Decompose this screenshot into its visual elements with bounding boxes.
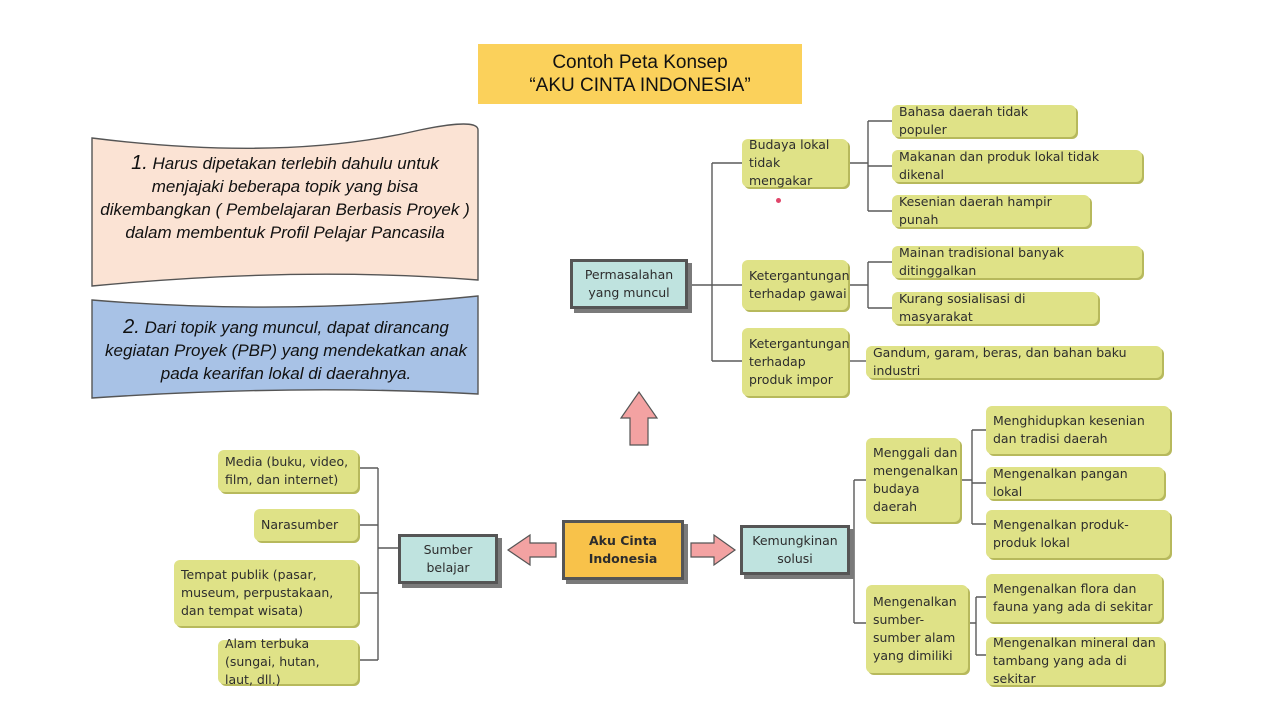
problem-category-3: Ketergantungan terhadap produk impor (742, 328, 850, 396)
problem-category-1-label: Budaya lokal tidak mengakar (749, 137, 830, 188)
problem-item: Mainan tradisional banyak ditinggalkan (892, 245, 1142, 278)
connector (358, 467, 398, 661)
problem-category-3-label: Ketergantungan terhadap produk impor (749, 336, 850, 387)
note-2: 2. Dari topik yang muncul, dapat diranca… (100, 316, 472, 385)
note-2-number: 2. (123, 316, 140, 338)
source-item: Alam terbuka (sungai, hutan, laut, dll.) (218, 636, 358, 687)
note-scroll-1 (91, 123, 479, 287)
arrow-right (690, 533, 737, 567)
source-item-label: Tempat publik (pasar, museum, perpustaka… (181, 567, 334, 618)
solution-item: Menghidupkan kesenian dan tradisi daerah (986, 406, 1170, 454)
note-1-text: Harus dipetakan terlebih dahulu untuk me… (100, 154, 470, 242)
source-item-label: Alam terbuka (sungai, hutan, laut, dll.) (225, 636, 320, 687)
problem-item: Gandum, garam, beras, dan bahan baku ind… (866, 345, 1162, 378)
hub-solutions-label: Kemungkinan solusi (752, 533, 838, 566)
solution-item-label: Menghidupkan kesenian dan tradisi daerah (993, 413, 1145, 446)
solution-item: Mengenalkan produk-produk lokal (986, 510, 1170, 558)
arrow-up (619, 390, 659, 446)
problem-item-label: Kesenian daerah hampir punah (899, 194, 1052, 227)
solution-item-label: Mengenalkan mineral dan tambang yang ada… (993, 635, 1156, 686)
stray-dot (776, 198, 781, 203)
problem-item-label: Makanan dan produk lokal tidak dikenal (899, 149, 1100, 182)
connector (968, 596, 986, 656)
problem-item: Makanan dan produk lokal tidak dikenal (892, 149, 1142, 182)
connector (850, 479, 866, 624)
hub-sources: Sumber belajar (398, 534, 498, 584)
problem-category-1: Budaya lokal tidak mengakar (742, 137, 848, 188)
hub-center-label: Aku Cinta Indonesia (588, 533, 658, 566)
solution-item: Mengenalkan mineral dan tambang yang ada… (986, 635, 1164, 686)
source-item-label: Narasumber (261, 517, 339, 532)
hub-sources-label: Sumber belajar (423, 542, 473, 575)
problem-category-2-label: Ketergantungan terhadap gawai (749, 268, 850, 301)
source-item: Media (buku, video, film, dan internet) (218, 450, 358, 492)
solution-category-2-label: Mengenalkan sumber-sumber alam yang dimi… (873, 594, 957, 663)
problem-item-label: Kurang sosialisasi di masyarakat (899, 291, 1026, 324)
solution-category-1-label: Menggali dan mengenalkan budaya daerah (873, 445, 959, 514)
solution-category-2: Mengenalkan sumber-sumber alam yang dimi… (866, 585, 968, 673)
problem-item-label: Bahasa daerah tidak populer (899, 104, 1029, 137)
connector (850, 120, 892, 212)
solution-item-label: Mengenalkan pangan lokal (993, 466, 1128, 499)
connector (850, 261, 892, 309)
title-line-2: “AKU CINTA INDONESIA” (529, 75, 751, 96)
note-1-number: 1. (131, 152, 148, 174)
note-1: 1. Harus dipetakan terlebih dahulu untuk… (100, 152, 470, 244)
hub-center: Aku Cinta Indonesia (562, 520, 684, 580)
hub-problems: Permasalahan yang muncul (570, 259, 688, 309)
solution-item-label: Mengenalkan flora dan fauna yang ada di … (993, 581, 1153, 614)
problem-category-2: Ketergantungan terhadap gawai (742, 260, 850, 310)
connector (690, 162, 742, 362)
solution-item: Mengenalkan pangan lokal (986, 466, 1164, 499)
problem-item-label: Gandum, garam, beras, dan bahan baku ind… (873, 345, 1127, 378)
solution-item-label: Mengenalkan produk-produk lokal (993, 517, 1129, 550)
hub-problems-label: Permasalahan yang muncul (584, 267, 674, 300)
problem-item: Kurang sosialisasi di masyarakat (892, 291, 1098, 324)
hub-solutions: Kemungkinan solusi (740, 525, 850, 575)
title-line-1: Contoh Peta Konsep (552, 52, 728, 73)
problem-item: Kesenian daerah hampir punah (892, 194, 1090, 227)
note-2-text: Dari topik yang muncul, dapat dirancang … (105, 318, 467, 383)
connector (960, 429, 986, 525)
source-item: Narasumber (254, 509, 358, 541)
note-scroll-2 (91, 295, 479, 399)
solution-category-1: Menggali dan mengenalkan budaya daerah (866, 438, 960, 522)
solution-item: Mengenalkan flora dan fauna yang ada di … (986, 574, 1162, 622)
source-item-label: Media (buku, video, film, dan internet) (225, 454, 349, 487)
problem-item: Bahasa daerah tidak populer (892, 104, 1076, 137)
diagram-title: Contoh Peta Konsep “AKU CINTA INDONESIA” (478, 44, 802, 104)
source-item: Tempat publik (pasar, museum, perpustaka… (174, 560, 358, 626)
problem-item-label: Mainan tradisional banyak ditinggalkan (899, 245, 1064, 278)
arrow-left (506, 533, 557, 567)
